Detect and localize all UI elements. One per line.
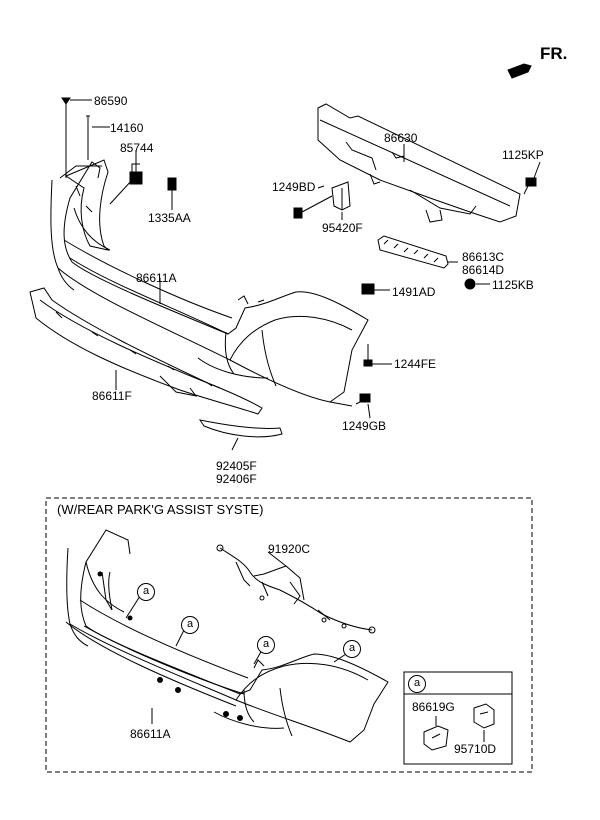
part-label-1249GB: 1249GB xyxy=(342,419,387,433)
part-label-95710D: 95710D xyxy=(454,742,497,756)
part-label-85744: 85744 xyxy=(120,141,154,155)
sensor-holder-86619G-icon xyxy=(423,725,449,751)
part-label-1125KP: 1125KP xyxy=(502,148,544,162)
part-label-91920C: 91920C xyxy=(268,542,311,556)
part-label-14160: 14160 xyxy=(110,121,144,135)
bracket-95420F xyxy=(331,181,351,211)
part-label-86630: 86630 xyxy=(384,131,418,145)
part-label-86611A-top: 86611A xyxy=(136,271,177,285)
part-label-86613C: 86613C xyxy=(462,250,505,264)
part-label-1335AA: 1335AA xyxy=(148,211,191,225)
part-label-92406F: 92406F xyxy=(216,472,257,486)
part-label-86611F: 86611F xyxy=(92,389,132,403)
parking-sensor-95710D-icon xyxy=(473,703,495,729)
fastener-14160-icon xyxy=(86,115,90,132)
clip-1335AA-icon xyxy=(167,177,177,208)
front-direction-label: FR. xyxy=(540,44,568,63)
part-label-95420F: 95420F xyxy=(322,221,363,235)
sensor-parts-inset xyxy=(403,671,513,765)
part-label-1249BD: 1249BD xyxy=(272,180,316,194)
part-label-86619G: 86619G xyxy=(412,700,455,714)
callout-a-marker: a xyxy=(137,583,155,601)
callout-a-marker: a xyxy=(181,616,199,634)
energy-absorber xyxy=(377,235,449,269)
section-title: (W/REAR PARK'G ASSIST SYSTE) xyxy=(57,502,264,517)
part-label-1491AD: 1491AD xyxy=(392,285,436,299)
front-direction-arrow-icon xyxy=(507,63,532,79)
screw-86590-icon xyxy=(61,97,71,178)
part-label-86614D: 86614D xyxy=(462,263,505,277)
side-bracket xyxy=(64,159,110,251)
callout-a-marker: a xyxy=(257,636,275,654)
part-label-1244FE: 1244FE xyxy=(394,357,437,371)
part-label-1125KB: 1125KB xyxy=(492,278,534,292)
reflector-strip xyxy=(198,419,283,438)
wiring-harness xyxy=(216,544,376,634)
nut-1125KB-icon xyxy=(464,278,476,290)
bolt-1125KP-icon xyxy=(523,177,537,195)
sensor-variant-frame xyxy=(45,497,533,773)
inset-callout-a-marker: a xyxy=(408,675,426,693)
part-label-86611A-bottom: 86611A xyxy=(130,727,171,741)
rear-bumper-cover-lower xyxy=(65,529,389,743)
part-label-86590: 86590 xyxy=(94,94,128,108)
part-label-92405F: 92405F xyxy=(216,459,257,473)
clip-1491AD-icon xyxy=(361,283,375,295)
bolt-1244FE-icon xyxy=(363,344,373,367)
callout-a-marker: a xyxy=(343,640,361,658)
bolt-1249GB-icon xyxy=(355,393,371,405)
bolt-1249BD-icon xyxy=(293,195,333,219)
rear-bumper-cover-upper xyxy=(50,161,369,403)
bumper-beam xyxy=(317,103,521,223)
lower-valance xyxy=(29,287,263,415)
